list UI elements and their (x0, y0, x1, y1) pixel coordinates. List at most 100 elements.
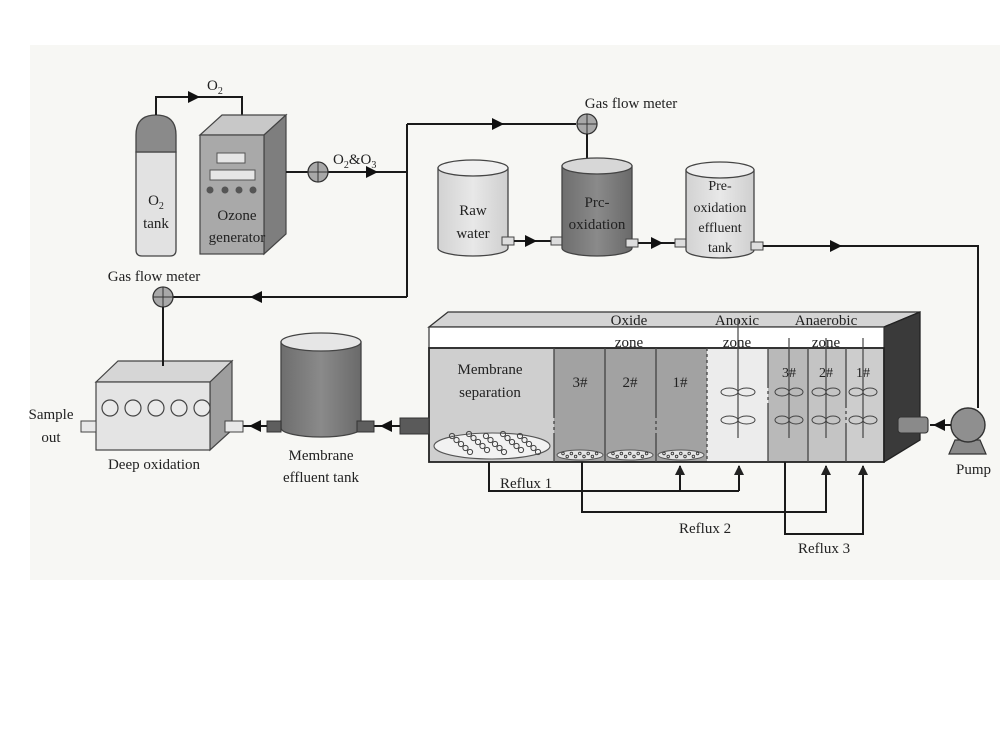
pre-oxidation-label-1: Prc- (585, 195, 610, 211)
gas-flow-meter-ozone[interactable] (307, 161, 329, 183)
membrane-fiber-icon (487, 436, 494, 444)
raw-water-tank[interactable]: Raw water (437, 159, 509, 257)
reflux-3-label: Reflux 3 (798, 541, 850, 557)
pre-oxidation-effluent-label-3: effluent (698, 221, 741, 236)
membrane-fiber-icon (483, 446, 491, 454)
membrane-fiber-icon (530, 444, 537, 452)
pump-label: Pump (956, 462, 991, 478)
membrane-fiber-icon (465, 430, 473, 438)
outlet-valve (266, 420, 282, 433)
pre-oxidation-tank[interactable]: Prc- oxidation (561, 157, 633, 257)
deep-oxidation-label: Deep oxidation (108, 457, 201, 473)
oxide-zone-label-2: zone (615, 335, 644, 351)
membrane-fiber-icon (491, 440, 499, 448)
inlet-valve (224, 420, 244, 433)
stirrer-icon (720, 318, 756, 438)
outlet-valve (501, 236, 515, 246)
membrane-fiber-icon (521, 436, 528, 444)
reactor-port-icon (124, 399, 142, 417)
membrane-effluent-tank[interactable] (280, 332, 362, 438)
reflux-1-label: Reflux 1 (500, 476, 552, 492)
oxide-zone-label-1: Oxide (611, 313, 648, 329)
gas-flow-meter-deep-oxidation[interactable] (152, 286, 174, 308)
ozone-generator[interactable]: Ozone generator (198, 113, 288, 256)
reflux-1-line (488, 462, 744, 492)
flow-arrow-icon (830, 240, 842, 252)
reactor-port-icon (170, 399, 188, 417)
flow-arrow-icon (380, 420, 392, 432)
oxide-cell-2-label: 2# (623, 375, 639, 391)
anaerobic-zone-label-1: Anaerobic (795, 313, 858, 329)
ozone-generator-label-1: Ozone (217, 208, 256, 224)
aerator-disc-icon (556, 449, 604, 461)
gas-flow-meter-left-label: Gas flow meter (108, 269, 200, 285)
o2-tank[interactable]: O2 tank (135, 114, 177, 257)
stirrer-icon (848, 338, 878, 438)
membrane-fiber-icon (448, 432, 456, 440)
anoxic-zone-label-1: Anoxic (715, 313, 760, 329)
outlet-valve (750, 241, 764, 251)
membrane-effluent-label-1: Membrane (289, 448, 354, 464)
raw-water-label-1: Raw (459, 203, 487, 219)
membrane-fiber-icon (500, 448, 508, 456)
membrane-fiber-icon (466, 448, 474, 456)
membrane-fiber-icon (534, 448, 542, 456)
membrane-fiber-icon (496, 444, 503, 452)
flow-arrow-icon (492, 118, 504, 130)
display-panel (209, 169, 256, 181)
stirrer-icon (811, 338, 841, 438)
deep-oxidation-unit[interactable] (94, 359, 234, 452)
membrane-label-1: Membrane (458, 362, 523, 378)
aerator-disc-icon (657, 449, 705, 461)
membrane-fiber-icon (508, 438, 516, 446)
pre-oxidation-effluent-label-2: oxidation (694, 201, 747, 216)
outlet-valve (356, 420, 375, 433)
membrane-fiber-icon (517, 446, 525, 454)
membrane-fiber-icon (474, 438, 482, 446)
flow-arrow-icon (250, 291, 262, 303)
flow-arrow-icon (933, 419, 945, 431)
stirrer-icon (774, 338, 804, 438)
gas-flow-meter-top-label: Gas flow meter (585, 96, 677, 112)
control-knob-icon (206, 186, 214, 194)
reactor-port-icon (147, 399, 165, 417)
reactor-outlet-port (399, 417, 430, 435)
membrane-fiber-icon (462, 444, 469, 452)
o2-tank-label-tank: tank (143, 216, 169, 232)
reactor-inlet-port (897, 416, 929, 434)
pre-oxidation-label-2: oxidation (569, 217, 626, 233)
reflux-2-line (581, 462, 831, 513)
gas-flow-meter-preoxidation[interactable] (576, 113, 598, 135)
membrane-fiber-icon (513, 442, 520, 450)
display-panel (216, 152, 246, 164)
o2-pipe-label: O2 (207, 78, 223, 97)
control-knob-icon (221, 186, 229, 194)
inlet-valve (550, 236, 564, 246)
reactor-port-icon (101, 399, 119, 417)
reflux-2-label: Reflux 2 (679, 521, 731, 537)
pump[interactable] (948, 407, 987, 455)
flow-arrow-icon (188, 91, 200, 103)
reflux-3-line (784, 462, 868, 535)
flow-arrow-icon (525, 235, 537, 247)
membrane-fiber-icon (499, 430, 507, 438)
pre-oxidation-effluent-tank[interactable]: Pre- oxidation effluent tank (685, 161, 755, 259)
sample-out-label-1: Sample (29, 407, 74, 423)
outlet-valve (625, 238, 639, 248)
flow-arrow-icon (366, 166, 378, 178)
o2-tank-label-o2: O2 (148, 193, 164, 212)
membrane-effluent-label-2: effluent tank (283, 470, 359, 486)
membrane-fiber-icon (453, 436, 460, 444)
pre-oxidation-effluent-label-4: tank (708, 241, 732, 256)
membrane-fiber-icon (479, 442, 486, 450)
raw-water-label-2: water (456, 226, 489, 242)
ozone-pipe-label: O2&O3 (333, 152, 376, 171)
membrane-fiber-icon (482, 432, 490, 440)
aerator-disc-icon (606, 449, 654, 461)
membrane-fiber-icon (470, 434, 477, 442)
flow-arrow-icon (651, 237, 663, 249)
flow-arrow-icon (249, 420, 261, 432)
sample-out-valve[interactable] (80, 420, 97, 433)
membrane-fiber-icon (525, 440, 533, 448)
